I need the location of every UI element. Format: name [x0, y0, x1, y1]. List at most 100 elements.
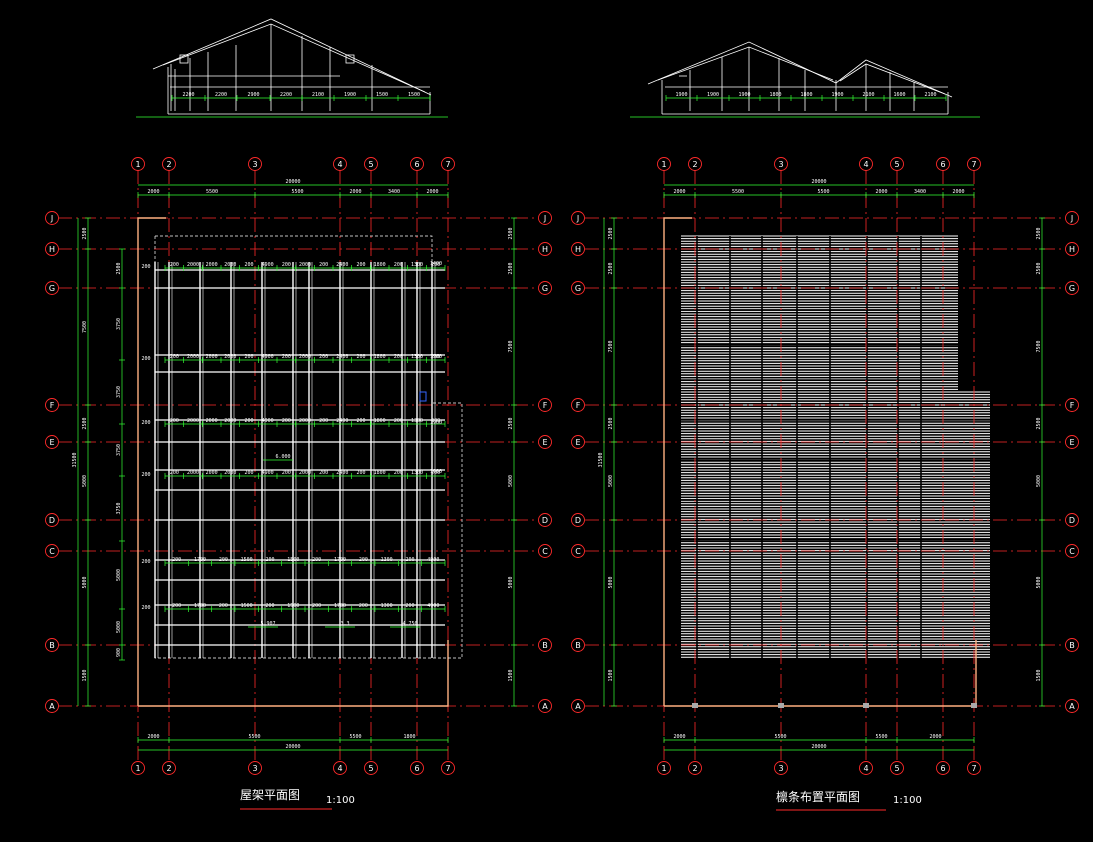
right-dimension-value: 5000 [508, 576, 514, 588]
axis-col-bottom-label: 6 [940, 764, 945, 773]
selected-element-marker [419, 391, 427, 402]
truss-dimension-value: 1800 [374, 262, 386, 268]
axis-row-right-bubble [1065, 435, 1079, 449]
truss-tag: 200 [141, 605, 150, 611]
axis-col-top-label: 1 [661, 160, 666, 169]
truss-dimension-value: 4900 [427, 603, 439, 609]
axis-col-bottom-bubble [162, 761, 176, 775]
axis-col-top-bubble [657, 157, 671, 171]
axis-row-left-bubble [45, 211, 59, 225]
axis-col-top-label: 3 [252, 160, 257, 169]
truss-dimension-value: 200 [394, 262, 403, 268]
right-dimension-mark: 1900 [430, 469, 442, 475]
top-bay-dimension-value: 5500 [291, 189, 303, 195]
axis-row-left-bubble [571, 398, 585, 412]
left-total-dimension: 31500 [72, 452, 78, 467]
truss-dimension-value: 200 [431, 418, 440, 424]
left-dimension-value: 5000 [82, 475, 88, 487]
axis-row-right-label: D [542, 516, 548, 525]
right-dimension-value: 2500 [1036, 227, 1042, 239]
truss-dimension-value: 1300 [381, 603, 393, 609]
truss-dimension-value: 200 [244, 418, 253, 424]
axis-row-left-label: D [575, 516, 581, 525]
truss-dimension-value: 1300 [411, 354, 423, 360]
truss-dimension-value: 2000 [224, 418, 236, 424]
right-dimension-value: 1500 [1036, 669, 1042, 681]
top-bay-dimension-value: 3400 [388, 189, 400, 195]
exterior-wall [137, 217, 166, 706]
right-dimension-value: 2500 [1036, 417, 1042, 429]
axis-col-bottom-label: 2 [692, 764, 697, 773]
right-dimension-mark: 1900 [430, 420, 442, 426]
axis-row-right-label: C [542, 547, 548, 556]
top-bay-dimension-value: 2000 [426, 189, 438, 195]
truss-dimension-value: 1500 [241, 603, 253, 609]
axis-col-top-label: 7 [445, 160, 450, 169]
axis-row-right-bubble [538, 242, 552, 256]
axis-col-top-bubble [859, 157, 873, 171]
elevation-dimension-value: 1900 [675, 92, 687, 98]
inner-left-dimension-value: 3750 [116, 444, 122, 456]
axis-row-left-label: J [576, 214, 579, 223]
axis-row-left-bubble [571, 638, 585, 652]
top-bay-dimension-value: 2000 [952, 189, 964, 195]
axis-row-left-bubble [571, 513, 585, 527]
right-dimension-mark: 1400 [430, 261, 442, 267]
right-roof-elevation [647, 41, 953, 115]
axis-col-bottom-bubble [890, 761, 904, 775]
truss-dimension-value: 200 [282, 418, 291, 424]
truss-dimension-value: 1800 [374, 354, 386, 360]
axis-col-bottom-label: 1 [135, 764, 140, 773]
axis-row-right-bubble [538, 398, 552, 412]
axis-row-left-label: F [50, 401, 55, 410]
inner-left-dimension-value: 2500 [116, 262, 122, 274]
elevation-dimension-value: 1900 [831, 92, 843, 98]
axis-row-left-label: G [49, 284, 55, 293]
plan-title: 檩条布置平面图 [776, 789, 860, 804]
truss-dimension-value: 200 [244, 470, 253, 476]
top-bay-dimension-value: 2000 [147, 189, 159, 195]
left-dimension-value: 2500 [608, 262, 614, 274]
truss-dimension-value: 200 [172, 557, 181, 563]
right-dimension-value: 7500 [508, 340, 514, 352]
truss-dimension-value: 2000 [299, 354, 311, 360]
axis-row-left-label: B [49, 641, 55, 650]
column-marker [778, 703, 784, 708]
elevation-dimension-value: 2200 [215, 92, 227, 98]
truss-dimension-value: 2000 [206, 354, 218, 360]
truss-dimension-value: 200 [219, 603, 228, 609]
elevation-dimension-value: 2200 [280, 92, 292, 98]
truss-dimension-value: 1700 [194, 603, 206, 609]
elevation-dimension-value: 1500 [376, 92, 388, 98]
truss-dimension-value: 2000 [206, 262, 218, 268]
left-dimension-value: 2500 [82, 227, 88, 239]
truss-dimension-value: 1500 [287, 557, 299, 563]
truss-dimension-value: 200 [170, 470, 179, 476]
truss-dimension-value: 200 [244, 354, 253, 360]
column-marker [692, 703, 698, 708]
truss-dimension-value: 200 [356, 354, 365, 360]
truss-tag: 200 [141, 559, 150, 565]
axis-col-bottom-label: 5 [368, 764, 373, 773]
truss-dimension-value: 200 [405, 603, 414, 609]
truss-dimension-value: 1700 [334, 603, 346, 609]
axis-col-bottom-label: 5 [894, 764, 899, 773]
elevation-dimension-value: 2900 [247, 92, 259, 98]
truss-dimension-value: 4900 [262, 354, 274, 360]
truss-dimension-value: 200 [359, 603, 368, 609]
top-bay-dimension-value: 5500 [206, 189, 218, 195]
exterior-wall [663, 217, 692, 706]
axis-col-top-bubble [774, 157, 788, 171]
truss-dimension-value: 200 [219, 557, 228, 563]
bottom-bay-dimension-value: 2000 [673, 734, 685, 740]
truss-dimension-value: 1300 [381, 557, 393, 563]
truss-dimension-value: 200 [170, 262, 179, 268]
truss-dimension-value: 200 [265, 557, 274, 563]
axis-col-top-label: 7 [971, 160, 976, 169]
truss-dimension-value: 1800 [374, 418, 386, 424]
column-marker [863, 703, 869, 708]
axis-row-left-bubble [571, 281, 585, 295]
axis-row-left-bubble [45, 544, 59, 558]
